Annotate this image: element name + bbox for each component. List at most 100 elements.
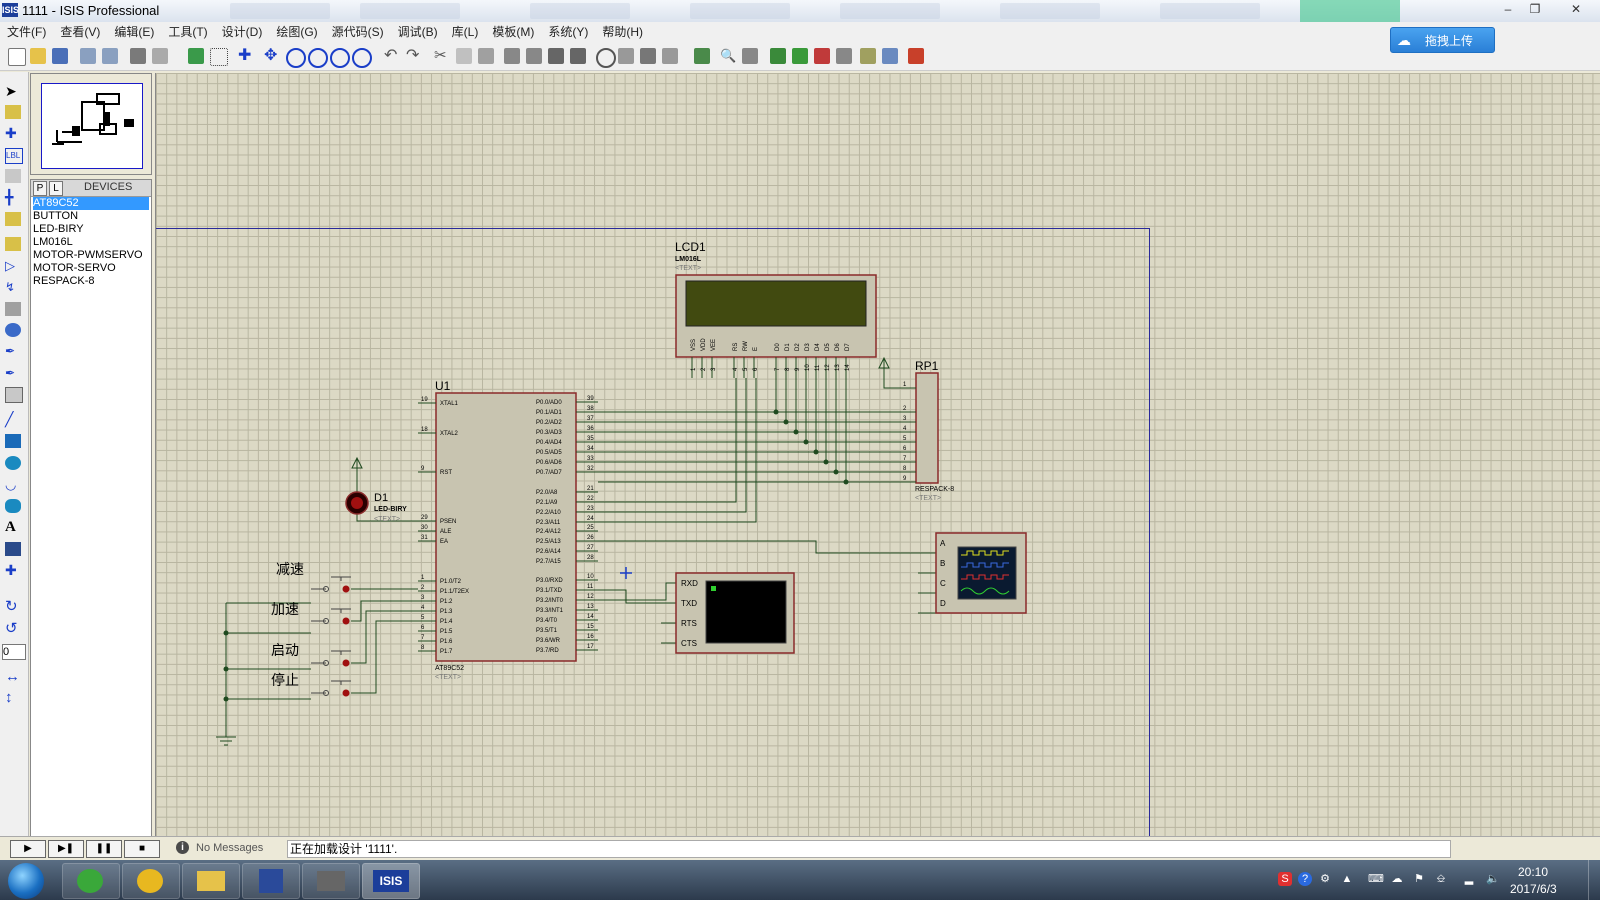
menu-graph[interactable]: 绘图(G) <box>276 25 318 39</box>
taskbar-app-player[interactable] <box>122 863 180 899</box>
text-mode-icon[interactable]: A <box>5 519 16 535</box>
make-device-icon[interactable] <box>618 48 634 64</box>
menu-system[interactable]: 系统(Y) <box>548 25 589 39</box>
help-tray-icon[interactable]: ? <box>1298 872 1312 886</box>
bus-mode-icon[interactable]: ╋ <box>5 189 14 205</box>
pause-button[interactable]: ❚❚ <box>86 840 122 858</box>
security-tray-icon[interactable]: ⚑ <box>1414 873 1424 885</box>
start-button[interactable] <box>8 863 44 899</box>
clock-time[interactable]: 20:10 <box>1518 865 1549 879</box>
block-copy-icon[interactable] <box>504 48 520 64</box>
junction-mode-icon[interactable]: ✚ <box>5 125 17 141</box>
minimize-button[interactable]: – <box>1504 2 1512 16</box>
oscilloscope[interactable]: A B C D <box>935 532 1027 614</box>
search-tag-icon[interactable]: 🔍 <box>720 48 737 63</box>
virtual-instrument-mode-icon[interactable] <box>5 387 23 403</box>
voltage-probe-mode-icon[interactable]: ✒ <box>5 344 16 358</box>
message-count[interactable]: No Messages <box>196 842 264 854</box>
close-button[interactable]: ✕ <box>1570 2 1582 16</box>
menu-design[interactable]: 设计(D) <box>221 25 263 39</box>
library-manager-button[interactable]: L <box>49 181 63 196</box>
zoom-out-icon[interactable] <box>308 48 328 68</box>
taskbar-app-explorer[interactable] <box>182 863 240 899</box>
symbol-mode-icon[interactable] <box>5 542 21 556</box>
stop-button[interactable]: ■ <box>124 840 160 858</box>
add-sheet-icon[interactable] <box>792 48 808 64</box>
button-start[interactable]: 启动 <box>271 642 351 667</box>
export-icon[interactable] <box>102 48 118 64</box>
graph-mode-icon[interactable]: ↯ <box>5 280 16 294</box>
menu-help[interactable]: 帮助(H) <box>602 25 643 39</box>
taskbar-app-book[interactable] <box>302 863 360 899</box>
cut-icon[interactable]: ✂ <box>434 47 447 64</box>
zoom-area-icon[interactable] <box>352 48 372 68</box>
device-item-button[interactable]: BUTTON <box>33 210 79 222</box>
settings-tray-icon[interactable]: ⚙ <box>1320 873 1330 885</box>
clock-date[interactable]: 2017/6/3 <box>1510 882 1557 896</box>
volume-icon[interactable]: 🔈 <box>1486 873 1500 885</box>
zoom-in-icon[interactable] <box>286 48 306 68</box>
taskbar-app-keil[interactable] <box>242 863 300 899</box>
menu-source[interactable]: 源代码(S) <box>331 25 384 39</box>
mirror-vertical-icon[interactable]: ↕ <box>5 689 13 706</box>
overview-window[interactable] <box>30 73 152 175</box>
step-button[interactable]: ▶❚ <box>48 840 84 858</box>
menu-debug[interactable]: 调试(B) <box>397 25 438 39</box>
show-desktop-button[interactable] <box>1588 860 1600 900</box>
print-icon[interactable] <box>130 48 146 64</box>
device-item-respack-8[interactable]: RESPACK-8 <box>33 275 95 287</box>
path-mode-icon[interactable] <box>5 499 21 513</box>
circle-mode-icon[interactable] <box>5 456 21 470</box>
print-area-icon[interactable] <box>152 48 168 64</box>
virtual-terminal[interactable]: RXD TXD RTS CTS <box>675 572 795 654</box>
terminals-mode-icon[interactable] <box>5 237 21 251</box>
taskbar-app-browser[interactable] <box>62 863 120 899</box>
sogou-input-icon[interactable]: S <box>1278 872 1292 886</box>
play-button[interactable]: ▶ <box>10 840 46 858</box>
block-delete-icon[interactable] <box>570 48 586 64</box>
block-move-icon[interactable] <box>526 48 542 64</box>
package-tool-icon[interactable] <box>640 48 656 64</box>
menu-view[interactable]: 查看(V) <box>60 25 101 39</box>
arc-mode-icon[interactable]: ◡ <box>5 477 17 492</box>
new-sheet-icon[interactable] <box>770 48 786 64</box>
electrical-check-icon[interactable] <box>882 48 898 64</box>
mcu-at89c52[interactable]: U1 AT89C52 <TEXT> 19XTAL118XTAL29RST29PS… <box>418 379 598 681</box>
rotation-angle-input[interactable]: 0 <box>2 644 26 660</box>
subcircuit-mode-icon[interactable] <box>5 212 21 226</box>
open-folder-icon[interactable] <box>30 48 46 64</box>
wire-label-mode-icon[interactable]: LBL <box>5 148 23 164</box>
block-rotate-icon[interactable] <box>548 48 564 64</box>
pick-devices-button[interactable]: P <box>33 181 47 196</box>
menu-library[interactable]: 库(L) <box>451 25 479 39</box>
menu-edit[interactable]: 编辑(E) <box>114 25 155 39</box>
undo-icon[interactable]: ↶ <box>384 47 398 64</box>
import-icon[interactable] <box>80 48 96 64</box>
origin-icon[interactable]: ✚ <box>238 47 252 64</box>
menu-template[interactable]: 模板(M) <box>492 25 535 39</box>
device-item-led-biry[interactable]: LED-BIRY <box>33 223 84 235</box>
marker-mode-icon[interactable]: ✚ <box>5 562 17 578</box>
keyboard-tray-icon[interactable]: ⌨ <box>1368 873 1384 885</box>
taskbar-app-isis[interactable]: ISIS <box>362 863 420 899</box>
selection-mode-icon[interactable]: ➤ <box>5 83 17 99</box>
box-mode-icon[interactable] <box>5 434 21 448</box>
refresh-icon[interactable] <box>188 48 204 64</box>
lcd-module[interactable]: LCD1 LM016L <TEXT> VSS1VDD2VEE3RS4RW5E6D… <box>675 240 877 378</box>
rotate-anticlockwise-icon[interactable]: ↺ <box>5 620 18 637</box>
copy-icon[interactable] <box>456 48 472 64</box>
device-item-at89c52[interactable]: AT89C52 <box>33 197 149 210</box>
show-hidden-icons-icon[interactable]: ▲ <box>1341 873 1353 885</box>
device-pin-mode-icon[interactable]: ▷ <box>5 258 15 273</box>
device-item-motor-pwmservo[interactable]: MOTOR-PWMSERVO <box>33 249 143 261</box>
tape-recorder-mode-icon[interactable] <box>5 302 21 316</box>
text-script-mode-icon[interactable] <box>5 169 21 183</box>
paste-icon[interactable] <box>478 48 494 64</box>
pick-device-icon[interactable] <box>596 48 616 68</box>
new-file-icon[interactable] <box>8 48 26 66</box>
cloud-tray-icon[interactable]: ☁ <box>1391 873 1403 885</box>
wire-autorouter-icon[interactable] <box>694 48 710 64</box>
network-icon[interactable]: ▂ <box>1464 873 1474 885</box>
